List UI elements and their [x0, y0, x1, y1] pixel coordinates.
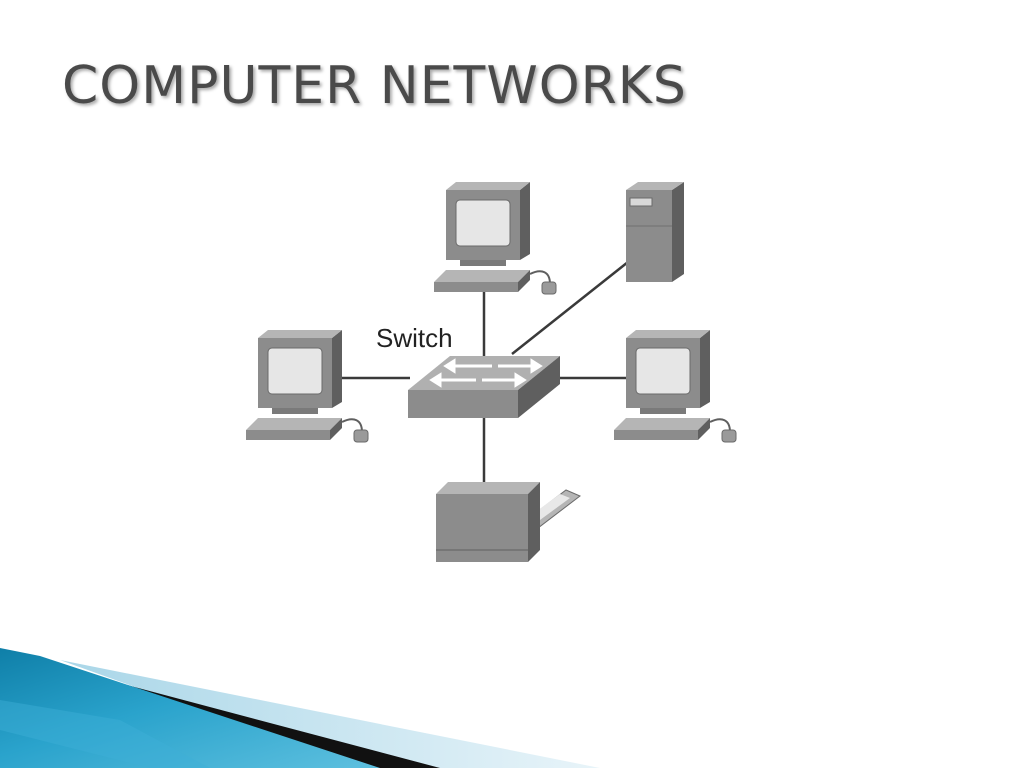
links — [342, 261, 629, 482]
slide-title: COMPUTER NETWORKS — [62, 56, 687, 116]
link-switch-server — [511, 261, 629, 355]
server-tower-icon — [626, 182, 684, 282]
network-switch-icon — [408, 356, 560, 418]
switch-label: Switch — [376, 323, 453, 353]
printer-icon — [436, 482, 581, 562]
